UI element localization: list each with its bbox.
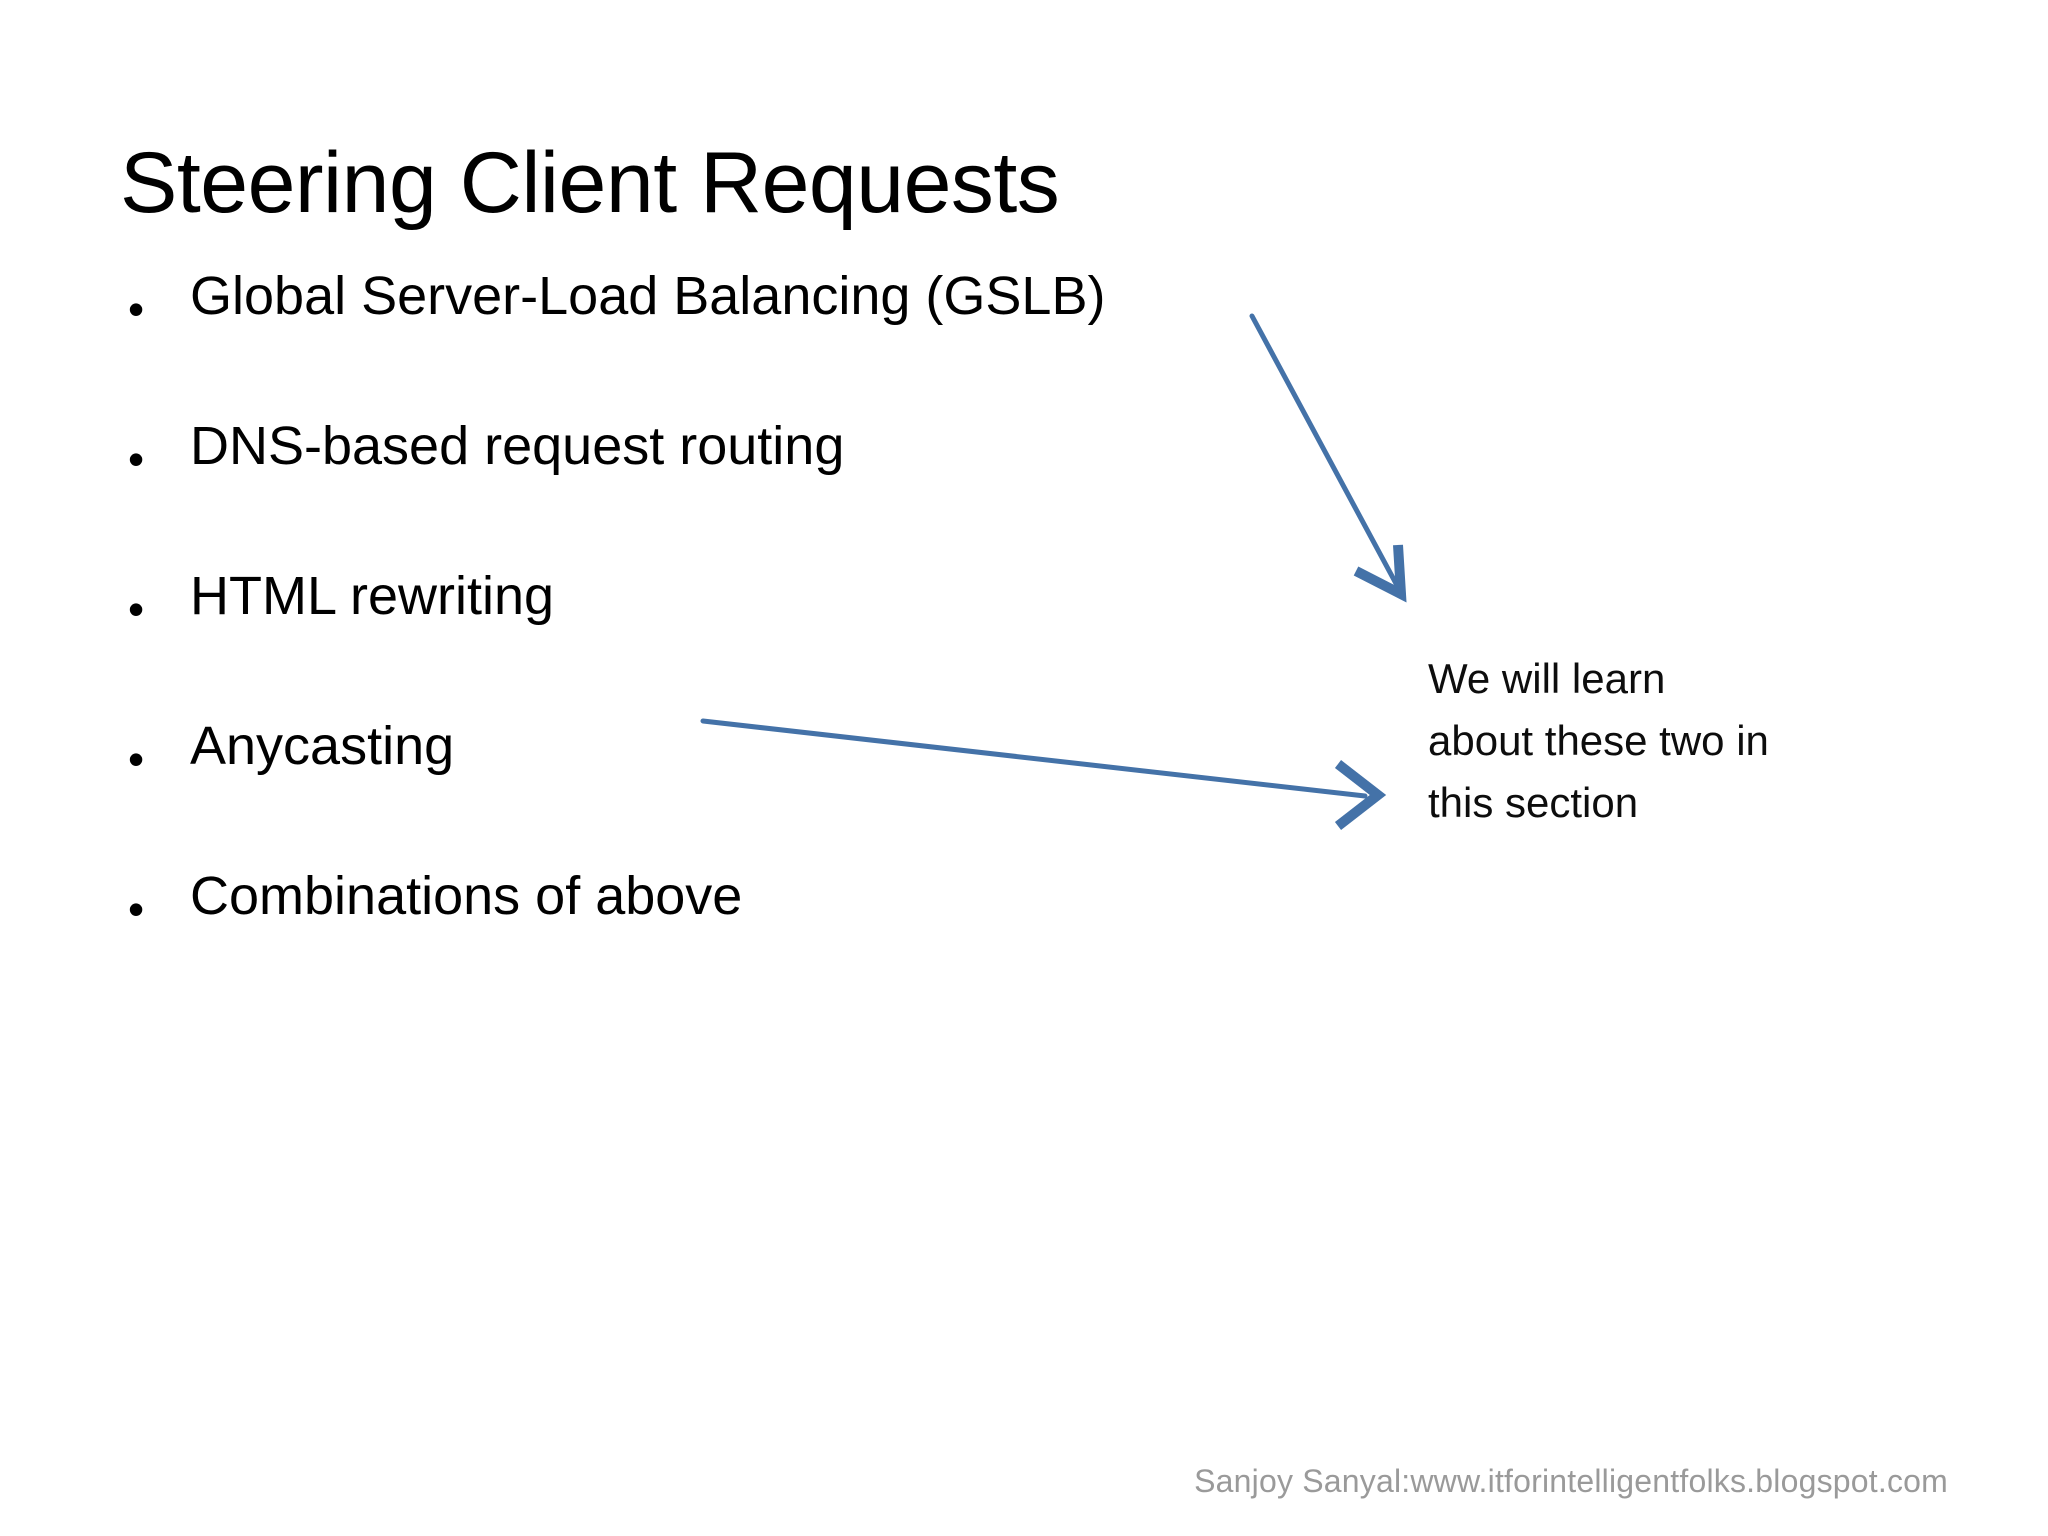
bullet-label: Anycasting: [190, 716, 455, 776]
page-title: Steering Client Requests: [120, 134, 1060, 231]
list-item: • DNS-based request routing: [120, 418, 1370, 568]
list-item: • Anycasting: [120, 718, 1370, 868]
bullet-dot-icon: •: [128, 283, 145, 335]
bullet-list: • Global Server-Load Balancing (GSLB) • …: [120, 268, 1370, 1018]
bullet-label: HTML rewriting: [190, 566, 555, 626]
bullet-dot-icon: •: [128, 733, 145, 785]
bullet-label: Global Server-Load Balancing (GSLB): [190, 266, 1106, 326]
list-item: • Global Server-Load Balancing (GSLB): [120, 268, 1370, 418]
bullet-label: Combinations of above: [190, 866, 743, 926]
callout-line-2: about these two in: [1428, 717, 1769, 765]
list-item: • Combinations of above: [120, 868, 1370, 1018]
bullet-label: DNS-based request routing: [190, 416, 845, 476]
footer-credit: Sanjoy Sanyal:www.itforintelligentfolks.…: [1194, 1463, 1948, 1499]
bullet-dot-icon: •: [128, 433, 145, 485]
list-item: • HTML rewriting: [120, 568, 1370, 718]
callout-line-3: this section: [1428, 779, 1639, 827]
bullet-dot-icon: •: [128, 883, 145, 935]
callout-note: We will learn about these two in this se…: [1428, 648, 1848, 834]
callout-line-1: We will learn: [1428, 655, 1666, 702]
bullet-dot-icon: •: [128, 583, 145, 635]
